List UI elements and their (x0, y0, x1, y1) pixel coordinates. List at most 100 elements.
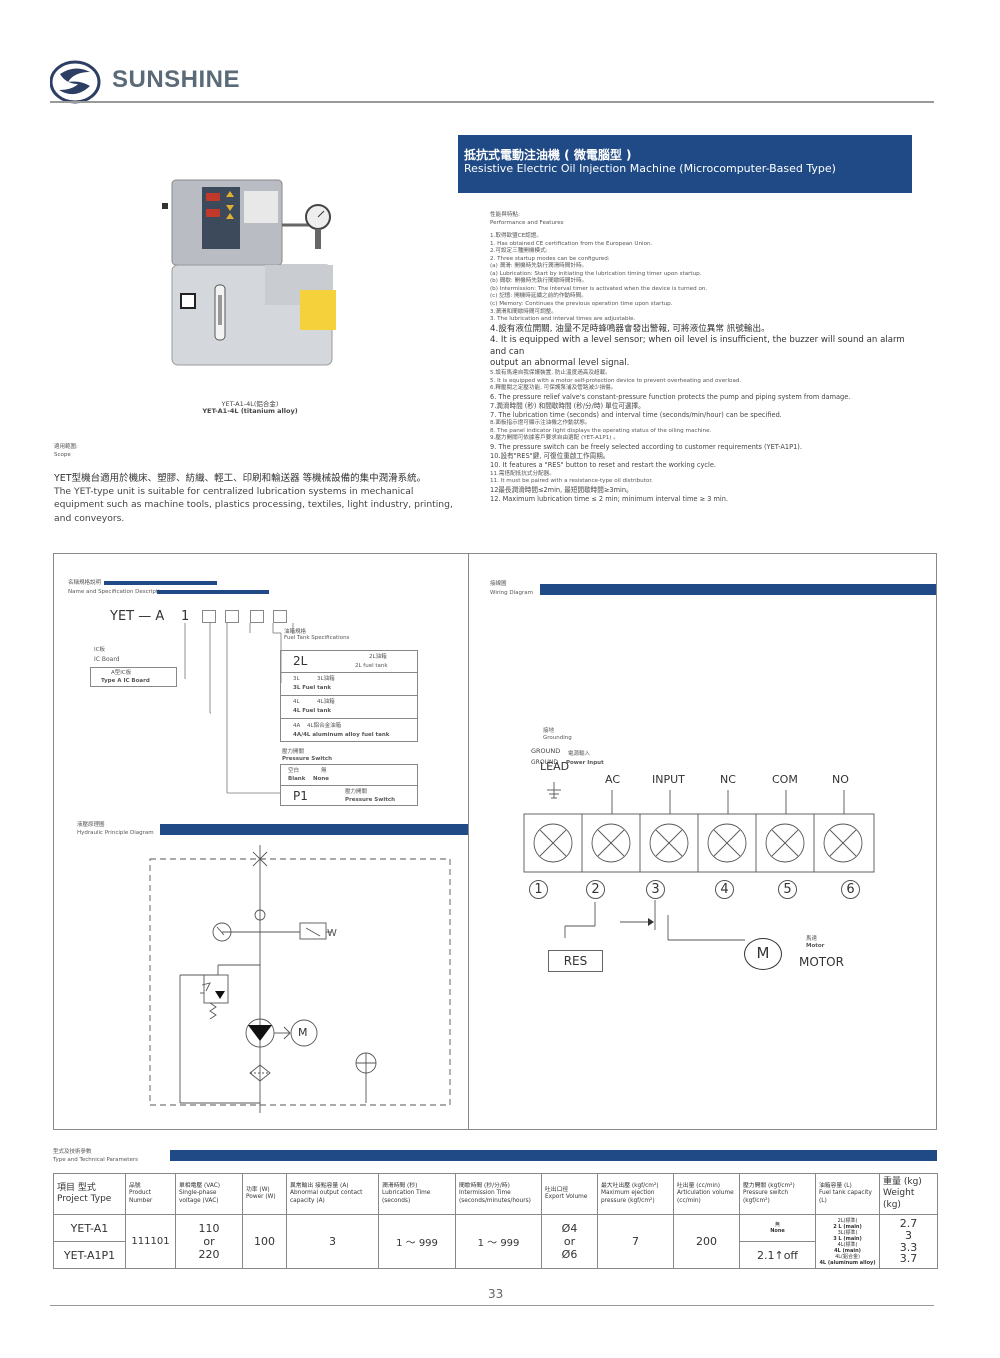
naming-connector-lines (184, 623, 294, 794)
spec-header-en: Weight (kg) (883, 1188, 915, 1210)
voltage-cell: 110 or 220 (175, 1214, 243, 1269)
feature-line: 3. The lubrication and interval times ar… (490, 316, 636, 323)
outlet-4: Ø4 (561, 1222, 578, 1235)
feature-line: output an abnormal level signal. (490, 358, 630, 369)
volume-cell: 200 (673, 1214, 740, 1269)
feature-line: 1.取得歐盟CE認證。 (490, 233, 542, 240)
feature-line: 8. The panel indicator light displays th… (490, 427, 712, 434)
features-heading-en: Performance and Features (490, 219, 564, 226)
product-title-box: 抵抗式電動注油機 ( 微電腦型 ) Resistive Electric Oil… (458, 135, 912, 193)
tank-row-3l: 3L 3L油箱 3L Fuel tank (280, 672, 418, 695)
hydraulic-heading-en: Hydraulic Principle Diagram (77, 830, 154, 836)
features-heading-zh: 性能與特點: (490, 212, 520, 218)
ps-none-en: None (313, 776, 330, 782)
outlet-cell: Ø4 or Ø6 (541, 1214, 598, 1269)
wiring-terminal-block (523, 782, 875, 941)
terminal-number-2: 2 (586, 880, 605, 899)
feature-line: 3.潤滑和間歇時間可調整。 (490, 308, 557, 315)
naming-bar-1 (104, 581, 217, 585)
spec-header-cell: 功率 (W)Power (W) (242, 1173, 287, 1215)
page-number: 33 (488, 1287, 504, 1301)
grounding-zh: 接地 (543, 728, 555, 734)
terminal-number-1: 1 (529, 880, 548, 899)
power-cell: 100 (242, 1214, 287, 1269)
terminal-label-nc: NC (720, 773, 736, 786)
terminal-label-com: COM (772, 773, 798, 786)
feature-line: 11. It must be paired with a resistance-… (490, 478, 653, 485)
spec-header-cell: 單相電壓 (VAC)Single-phase voltage (VAC) (175, 1173, 243, 1215)
ps-p1-en: Pressure Switch (345, 797, 396, 803)
ground-label-2: GROUND (531, 759, 559, 766)
spec-header-en: Lubrication Time (seconds) (382, 1190, 431, 1204)
contact-cell: 3 (286, 1214, 379, 1269)
code-prefix: YET — A (110, 609, 165, 624)
weight-value: 2.7 (899, 1217, 918, 1231)
tank-capacity-line: 4L(標準) (837, 1241, 858, 1248)
features-list: 1.取得歐盟CE認證。1. Has obtained CE certificat… (490, 233, 920, 504)
feature-line: 10. It features a "RES" button to reset … (490, 461, 717, 470)
ps-row-blank: 空白 無 Blank None (280, 764, 418, 785)
outlet-or: or (563, 1235, 576, 1248)
feature-line: 8.面板指示燈可顯示注油機之作動狀態。 (490, 420, 591, 427)
scope-text-en: The YET-type unit is suitable for centra… (54, 486, 453, 524)
spec-header-zh: 吐出口徑 (545, 1186, 569, 1193)
tank-code-2l: 2L (293, 654, 308, 668)
motor-zh: 馬達 (806, 936, 818, 942)
ic-board-en: IC Board (94, 656, 120, 663)
tank-options-table: 2L 2L油箱 2L fuel tank 3L 3L油箱 3L Fuel tan… (280, 650, 418, 742)
tank-capacity-line: 2 L (main) (833, 1223, 862, 1230)
spec-header-cell: 間歇時間 (秒/分/時)Intermission Time (seconds/m… (455, 1173, 542, 1215)
voltage-220: 220 (198, 1248, 220, 1261)
spec-header-cell: 最大吐出壓 (kgf/cm²)Maximum ejection pressure… (597, 1173, 674, 1215)
ground-label-1: GROUND (531, 747, 561, 755)
spec-header-zh: 項目 型式 (57, 1182, 96, 1193)
feature-line: 9. The pressure switch can be freely sel… (490, 442, 802, 451)
motor-en: Motor (806, 943, 825, 949)
naming-heading-en: Name and Specification Description (68, 589, 167, 595)
ps-blank-en: Blank (288, 776, 306, 782)
terminal-screw (533, 823, 573, 863)
tank-row-4a: 4A 4L鋁合金油箱 4A/4L aluminum alloy fuel tan… (280, 718, 418, 742)
spec-header-en: Product Number (129, 1190, 153, 1204)
diagram-divider (468, 553, 469, 1130)
code-box-2 (225, 610, 239, 623)
feature-line: 5.設有馬達自我保護裝置, 防止溫度過高及超載。 (490, 370, 611, 377)
code-box-1 (202, 610, 216, 623)
spec-header-cell: 重量 (kg)Weight (kg) (879, 1173, 938, 1215)
weight-value: 3.3 (899, 1240, 918, 1254)
model-a1: YET-A1 (53, 1214, 126, 1242)
spec-header-zh: 間歇時間 (秒/分/時) (459, 1183, 510, 1190)
pressure-switch-zh: 壓力開關 (282, 749, 305, 755)
hydraulic-motor-symbol: M (298, 1026, 308, 1039)
spec-header-zh: 油箱容量 (L) (819, 1183, 852, 1190)
spec-header-zh: 品號 (129, 1183, 141, 1190)
brand-name: SUNSHINE (112, 66, 241, 93)
terminal-screw-cross (539, 829, 567, 857)
spec-header-cell: 異常輸出 接點容量 (A)Abnormal output contact cap… (286, 1173, 379, 1215)
product-caption-zh: YET-A1-4L(鋁合金) (221, 400, 279, 408)
ps-none-zh: 無 (321, 768, 327, 774)
feature-line: 10.設有"RES"鍵, 可復位重啟工作周期。 (490, 452, 610, 461)
power-input-en: Power Input (566, 760, 604, 766)
spec-header-zh: 功率 (W) (246, 1186, 270, 1193)
terminal-label-no: NO (832, 773, 849, 786)
spec-header-zh: 重量 (kg) (883, 1177, 922, 1188)
wiring-heading-zh: 接線圖 (490, 581, 507, 587)
tank-capacity-line: 4L (aluminum alloy) (819, 1259, 876, 1266)
terminal-number-5: 5 (778, 880, 797, 899)
motor-label: MOTOR (799, 955, 844, 969)
type-a-en: Type A IC Board (101, 678, 150, 684)
terminal-label-input: INPUT (652, 773, 685, 786)
tank-code-4a: 4A (293, 723, 301, 729)
scope-heading-en: Scope (54, 452, 71, 458)
spec-header-zh: 最大吐出壓 (kgf/cm²) (601, 1183, 659, 1190)
grounding-en: Grounding (543, 735, 572, 741)
weight-value: 3 (905, 1228, 912, 1242)
feature-line: 9.壓力開關可依據客戶要求自由選配 (YET-A1P1) 。 (490, 435, 619, 442)
feature-line: (c) Memory: Continues the previous opera… (490, 301, 673, 308)
feature-line: 7. The lubrication time (seconds) and in… (490, 411, 782, 420)
terminal-number-6: 6 (841, 880, 860, 899)
